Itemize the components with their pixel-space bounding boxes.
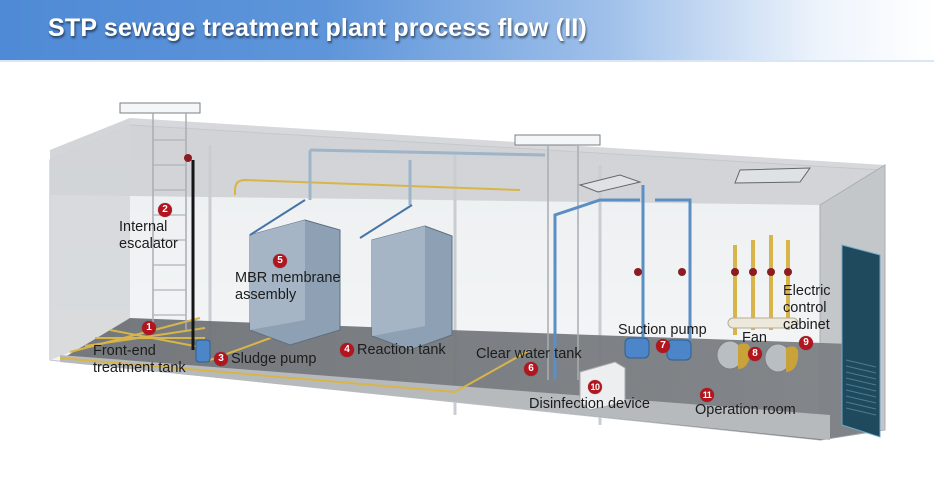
label-disinfection-device: Disinfection device (529, 396, 650, 412)
badge-4: 4 (340, 343, 354, 357)
label-sludge-pump: Sludge pump (231, 351, 317, 367)
roof-vent-grilles (578, 167, 811, 193)
label-front-end-treatment-tank: Front-end treatment tank (93, 343, 186, 377)
label-operation-room: Operation room (695, 402, 796, 418)
label-suction-pump: Suction pump (618, 322, 707, 338)
title-banner (0, 0, 934, 60)
title-banner-underline (0, 60, 934, 62)
operation-room-door (841, 244, 881, 438)
overhead-pipes (234, 148, 790, 380)
badge-1: 1 (142, 321, 156, 335)
badge-8: 8 (748, 347, 762, 361)
label-line: Front-end (93, 343, 156, 359)
label-electric-control-cabinet: Electric control cabinet (783, 283, 831, 334)
badge-7: 7 (656, 339, 670, 353)
badge-2: 2 (158, 203, 172, 217)
badge-10: 10 (588, 380, 602, 394)
label-reaction-tank: Reaction tank (357, 342, 446, 358)
fans (716, 268, 799, 373)
label-line: treatment tank (93, 360, 186, 376)
page-title: STP sewage treatment plant process flow … (48, 14, 588, 42)
clear-water-tank-ladder (514, 134, 601, 380)
label-line: Electric (783, 283, 831, 299)
label-line: escalator (119, 236, 178, 252)
disinfection-device (579, 361, 626, 411)
sludge-pump (184, 154, 211, 363)
label-line: control (783, 300, 827, 316)
label-line: MBR membrane (235, 270, 341, 286)
badge-5: 5 (273, 254, 287, 268)
label-internal-escalator: Internal escalator (119, 219, 178, 253)
label-fan: Fan (742, 330, 767, 346)
badge-3: 3 (214, 352, 228, 366)
internal-escalator-ladder (119, 102, 201, 330)
label-clear-water-tank: Clear water tank (476, 346, 582, 362)
label-mbr-membrane-assembly: MBR membrane assembly (235, 270, 341, 304)
badge-6: 6 (524, 362, 538, 376)
label-line: Internal (119, 219, 168, 235)
mbr-membrane-assembly (249, 199, 453, 351)
label-line: cabinet (783, 317, 830, 333)
label-line: assembly (235, 287, 297, 303)
badge-9: 9 (799, 336, 813, 350)
badge-11: 11 (700, 388, 714, 402)
